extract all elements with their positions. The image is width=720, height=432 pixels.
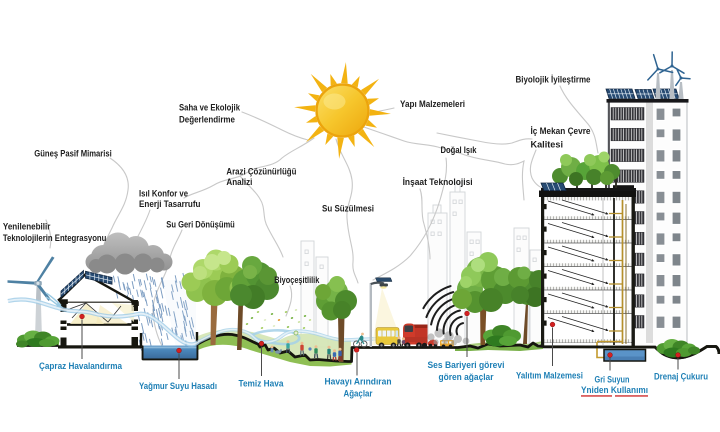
svg-text:Biyolojik İyileştirme: Biyolojik İyileştirme — [516, 74, 591, 84]
svg-text:Gri Suyun: Gri Suyun — [595, 375, 630, 385]
svg-text:Yniden Kullanımı: Yniden Kullanımı — [581, 385, 648, 395]
svg-text:Doğal Işık: Doğal Işık — [441, 145, 478, 155]
svg-text:Saha ve Ekolojik: Saha ve Ekolojik — [179, 103, 241, 113]
svg-text:Su Süzülmesi: Su Süzülmesi — [322, 203, 374, 213]
svg-text:Kalitesi: Kalitesi — [531, 140, 564, 150]
svg-text:gören ağaçlar: gören ağaçlar — [439, 372, 495, 382]
svg-text:Yapı Malzemeleri: Yapı Malzemeleri — [400, 99, 465, 109]
svg-text:İç Mekan Çevre: İç Mekan Çevre — [531, 126, 591, 136]
svg-text:Ses Bariyeri görevi: Ses Bariyeri görevi — [428, 360, 505, 370]
svg-text:Yağmur Suyu Hasadı: Yağmur Suyu Hasadı — [139, 381, 217, 391]
svg-text:Isıl Konfor ve: Isıl Konfor ve — [139, 189, 188, 199]
svg-text:Su Geri Dönüşümü: Su Geri Dönüşümü — [166, 219, 235, 229]
svg-text:Drenaj Çukuru: Drenaj Çukuru — [654, 372, 708, 382]
svg-text:Analizi: Analizi — [226, 177, 252, 187]
svg-text:Temiz Hava: Temiz Hava — [239, 379, 284, 389]
svg-text:Biyoçeşitlilik: Biyoçeşitlilik — [274, 275, 320, 285]
svg-text:Havayı Arındıran: Havayı Arındıran — [325, 377, 392, 387]
svg-text:Güneş Pasif Mimarisi: Güneş Pasif Mimarisi — [34, 149, 112, 159]
svg-text:Enerji Tasarrufu: Enerji Tasarrufu — [139, 199, 201, 209]
svg-text:Değerlendirme: Değerlendirme — [179, 115, 235, 125]
svg-text:Arazi Çözünürlüğü: Arazi Çözünürlüğü — [226, 167, 296, 177]
svg-text:Yenilenebilir: Yenilenebilir — [3, 221, 51, 231]
svg-text:Yalıtım Malzemesi: Yalıtım Malzemesi — [516, 371, 583, 381]
svg-text:İnşaat Teknolojisi: İnşaat Teknolojisi — [403, 177, 473, 187]
svg-text:Ağaçlar: Ağaçlar — [344, 389, 374, 399]
svg-text:Çapraz Havalandırma: Çapraz Havalandırma — [39, 361, 122, 371]
svg-text:Teknolojilerin Entegrasyonu: Teknolojilerin Entegrasyonu — [3, 233, 107, 243]
